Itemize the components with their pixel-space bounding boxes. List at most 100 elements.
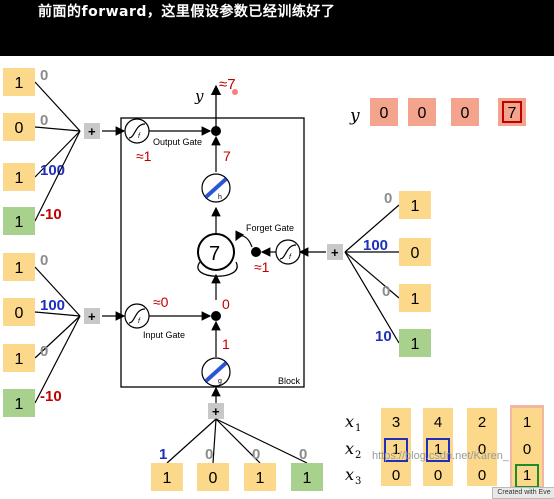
output-gate-sigmoid: [124, 118, 150, 144]
input-gate-input-box: [3, 389, 35, 417]
y-sequence-value: 7: [508, 105, 517, 122]
cell-input-box: [151, 463, 183, 491]
forget-gate-input-box: [399, 238, 431, 266]
y-sequence-highlight: [502, 101, 522, 123]
h-symbol: h: [218, 194, 222, 201]
output-gate-connection: [34, 130, 81, 178]
input-gate-input-value: 0: [15, 305, 24, 322]
cell-input-weight: 0: [252, 446, 260, 463]
plus-icon: +: [331, 245, 339, 260]
output-gate-input-box: [3, 68, 35, 96]
banner-title: 前面的forward，这里假设参数已经训练好了: [38, 4, 336, 20]
forget-gate-connection: [344, 204, 400, 253]
cell-input-value: 1: [256, 470, 265, 487]
cell-input-weight: 0: [205, 446, 213, 463]
sigmoid-icon: [128, 308, 146, 324]
output-sum-node: [84, 123, 100, 139]
cell-input-weight: 1: [159, 446, 167, 463]
x-cell-value: 0: [434, 467, 442, 484]
memory-cell-value: 7: [209, 243, 220, 265]
output-gate-weight: 0: [40, 67, 48, 84]
watermark: https://blog.csdn.net/Karen_: [372, 450, 509, 462]
x-cell-value: 0: [392, 467, 400, 484]
h-output-value: 7: [223, 148, 231, 164]
input-gate-connection: [34, 266, 81, 317]
forget-gate-sigmoid: [275, 239, 301, 265]
x-row-label: x: [345, 465, 354, 484]
input-gate-f: f: [138, 318, 141, 325]
y-sequence-value: 0: [461, 105, 470, 122]
x-cell-value: 0: [523, 441, 531, 458]
cell-input-value: 1: [303, 470, 312, 487]
x-row-subscript: 1: [355, 423, 361, 434]
output-gate-input-value: 0: [15, 120, 24, 137]
g-symbol: g: [218, 378, 222, 385]
output-gate-value: ≈1: [136, 148, 152, 164]
input-multiply-node: [211, 311, 221, 321]
created-badge: Created with Eve: [492, 487, 554, 499]
input-gate-weight: 100: [40, 297, 65, 314]
plus-icon: +: [88, 124, 96, 139]
input-gate-input-box: [3, 253, 35, 281]
x-row-subscript: 3: [355, 476, 361, 487]
output-gate-label: Output Gate: [153, 137, 202, 147]
forget-gate-input-box: [399, 191, 431, 219]
x-column-box: [467, 408, 497, 486]
x2-highlight: [384, 438, 408, 462]
forget-gate-connection: [344, 251, 400, 344]
forget-gate-weight: 10: [375, 328, 392, 345]
forget-gate-value: ≈1: [254, 259, 270, 275]
output-gate-input-value: 1: [15, 214, 24, 231]
forget-gate-weight: 100: [363, 237, 388, 254]
input-gate-value: ≈0: [153, 294, 169, 310]
output-gate-input-box: [3, 113, 35, 141]
y-sequence-value: 0: [380, 105, 389, 122]
output-gate-f: f: [138, 133, 141, 140]
g-output-value: 1: [222, 336, 230, 352]
y-sequence-box: [408, 98, 436, 126]
cell-input-value: 0: [222, 296, 230, 312]
input-gate-weight: 0: [40, 252, 48, 269]
forget-gate-input-value: 0: [411, 245, 420, 262]
plus-icon: +: [88, 309, 96, 324]
x2-highlight: [426, 438, 450, 462]
forget-gate-input-box: [399, 284, 431, 312]
memory-cell: [197, 233, 235, 271]
output-gate-connection: [34, 81, 81, 132]
output-gate-input-value: 1: [15, 170, 24, 187]
input-gate-label: Input Gate: [143, 330, 185, 340]
input-gate-connection: [34, 315, 81, 359]
x-row-label: x: [345, 439, 354, 458]
linear-activation-icon: [204, 177, 228, 199]
block-label: Block: [278, 376, 301, 386]
x-cell-value: 1: [523, 467, 531, 484]
x-cell-value: 1: [434, 441, 442, 458]
x-cell-value: 2: [478, 414, 486, 431]
input-gate-input-value: 1: [15, 260, 24, 277]
output-y-label: y: [194, 87, 204, 105]
cell-input-value: 1: [163, 470, 172, 487]
output-gate-connection: [34, 130, 81, 222]
cell-input-connection: [166, 418, 217, 464]
input-gate-input-box: [3, 344, 35, 372]
cell-input-weight: 0: [299, 446, 307, 463]
output-gate-input-value: 1: [15, 75, 24, 92]
forget-gate-label: Forget Gate: [246, 223, 294, 233]
sigmoid-icon: [279, 244, 297, 260]
forget-gate-input-value: 1: [411, 336, 420, 353]
forget-multiply-node: [251, 247, 261, 257]
input-gate-input-value: 1: [15, 396, 24, 413]
cell-input-box: [244, 463, 276, 491]
forget-gate-weight: 0: [384, 190, 392, 207]
output-approx-value: ≈7: [219, 76, 236, 93]
cell-input-box: [197, 463, 229, 491]
forget-gate-f: f: [289, 254, 292, 261]
output-gate-connection: [34, 126, 81, 132]
x-cell-value: 4: [434, 414, 442, 431]
lstm-diagram: Block y ≈7 f Output Gate ≈1 7 h 7 Forget…: [3, 67, 544, 491]
forget-gate-input-box: [399, 329, 431, 357]
input-gate-weight: 0: [40, 343, 48, 360]
output-gate-weight: -10: [40, 206, 62, 223]
y-sequence-box: [451, 98, 479, 126]
input-gate-weight: -10: [40, 388, 62, 405]
